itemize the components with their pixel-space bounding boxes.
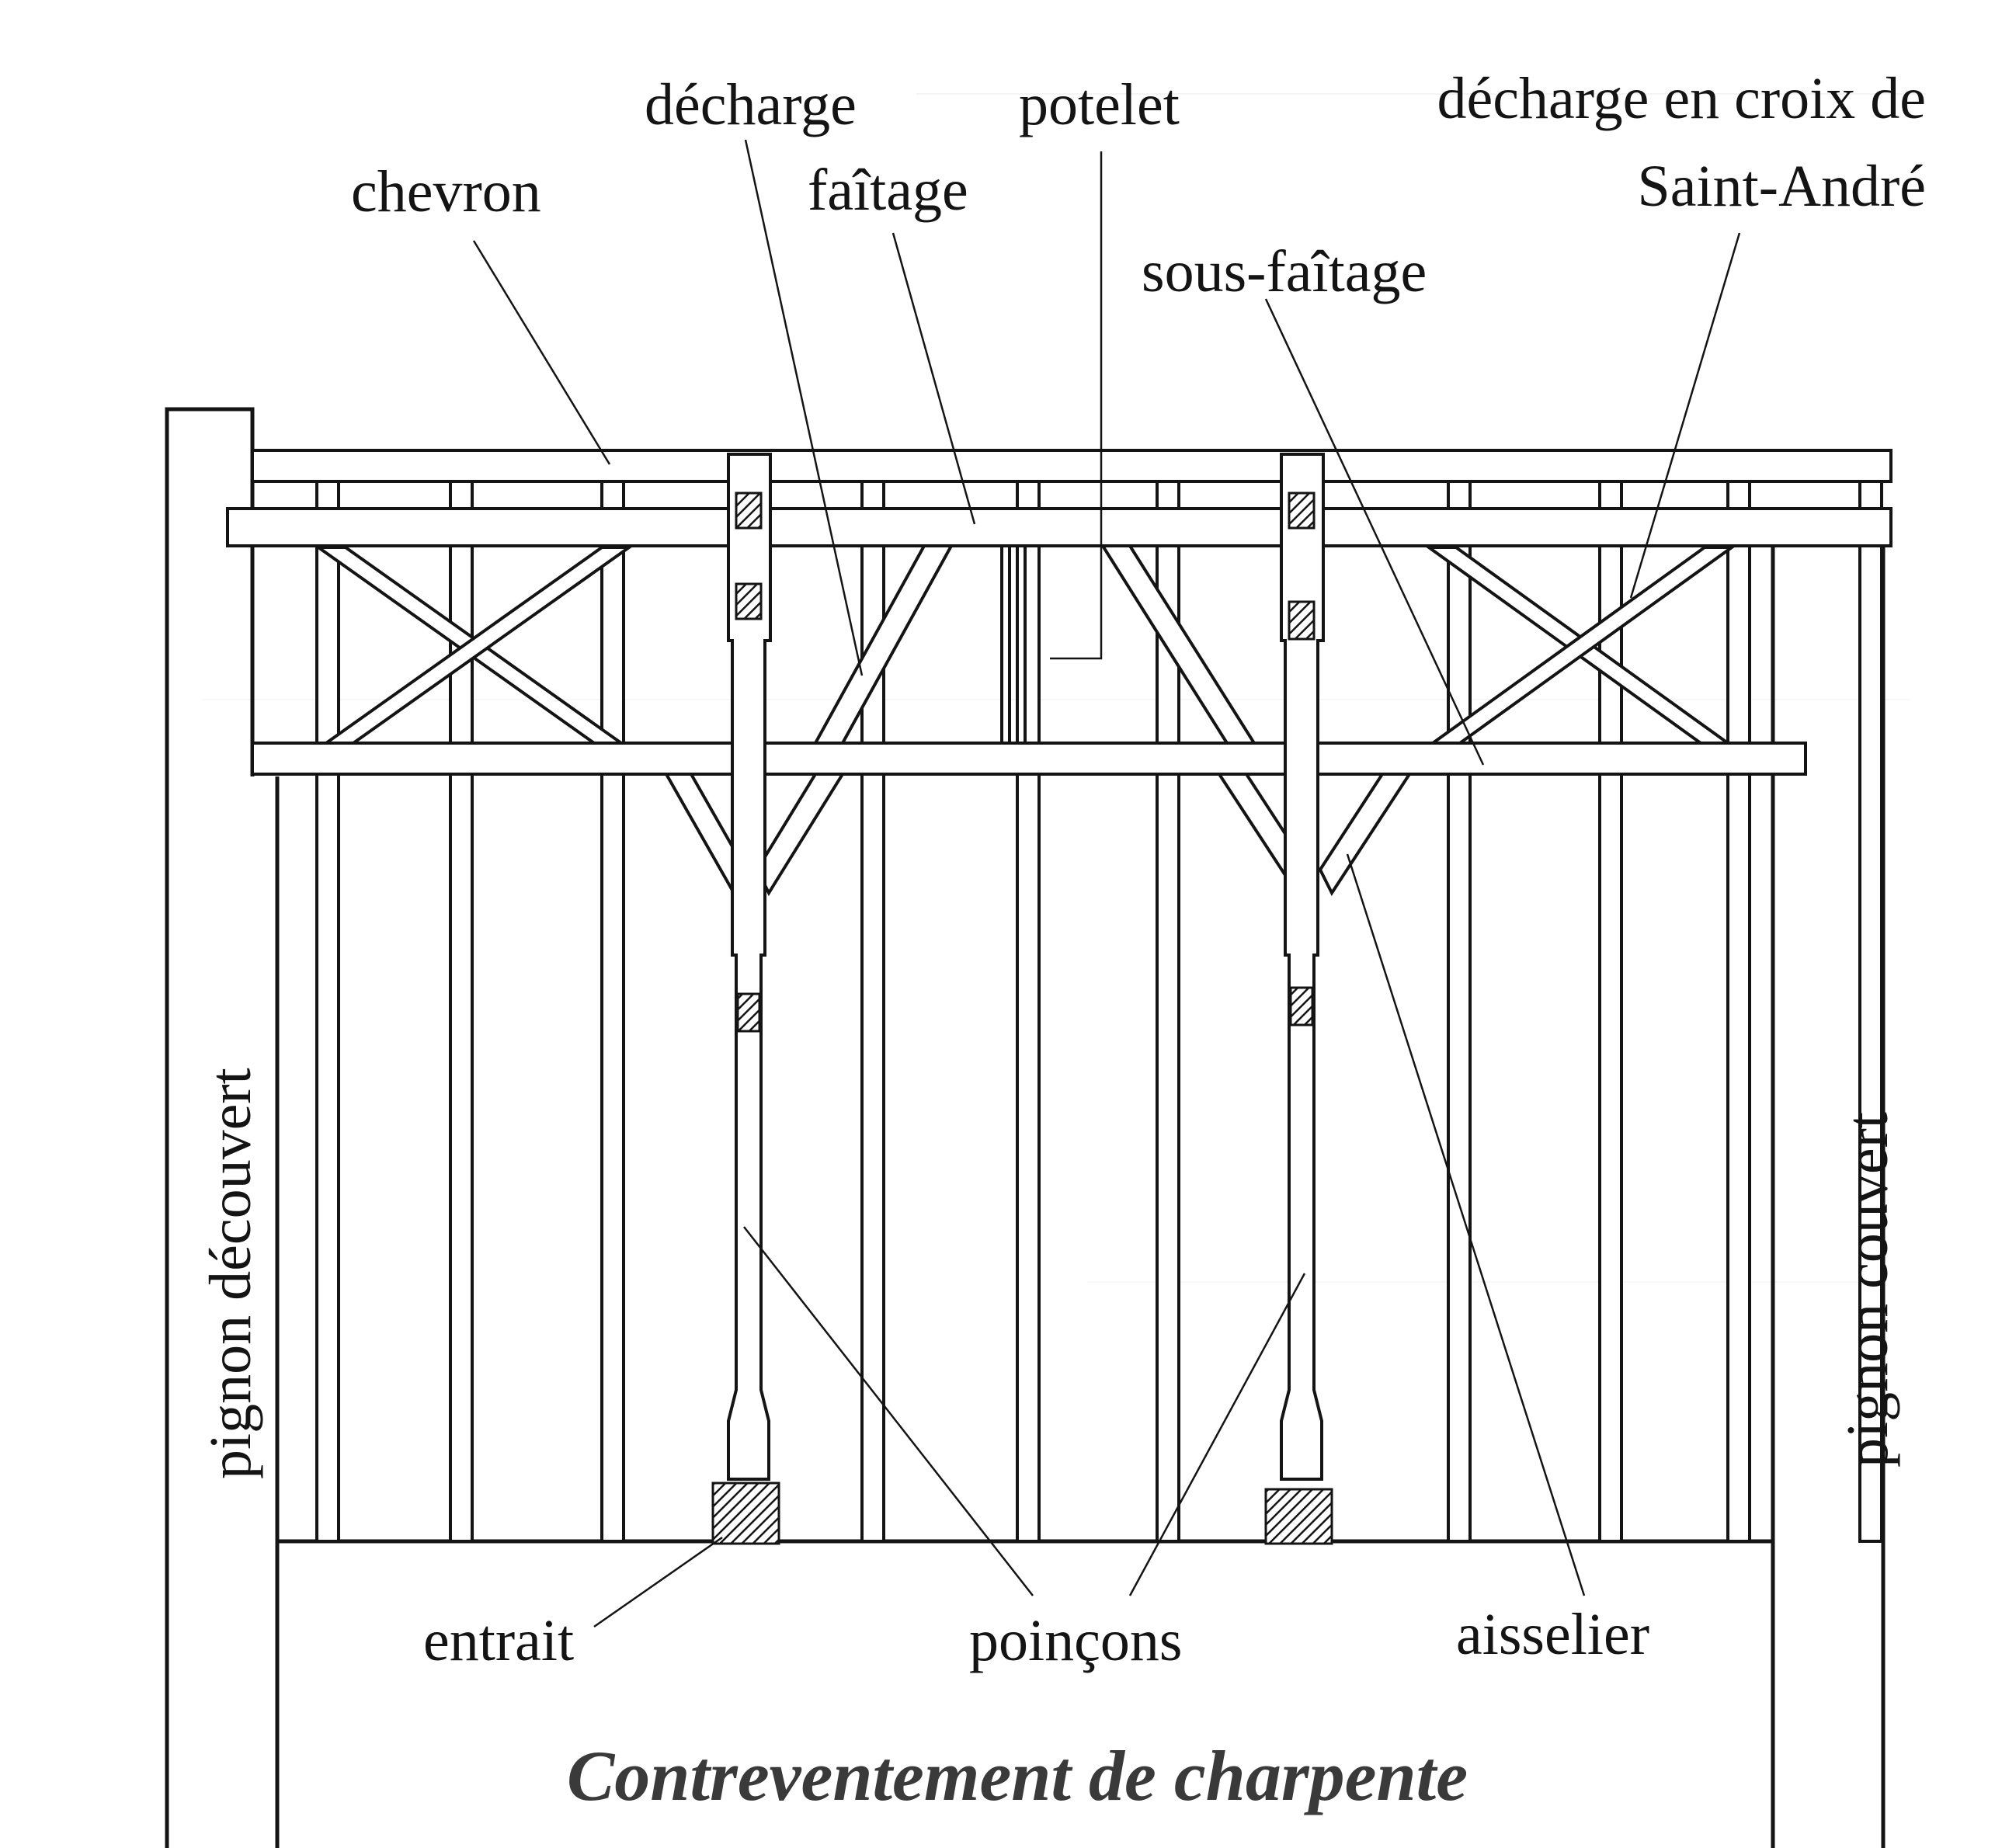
leader-faitage — [891, 232, 976, 525]
figure-caption: Contreventement de charpente — [567, 1736, 1468, 1815]
sous-faitage-beam — [251, 742, 1807, 776]
left-poincon-mortise-2 — [735, 582, 763, 620]
left-entrait-section — [711, 1482, 780, 1545]
leader-sous-faitage — [1264, 298, 1485, 766]
label-decharge-croix-line1: décharge en croix de — [1437, 66, 1927, 131]
right-poincon-mortise-1 — [1288, 492, 1316, 530]
rafter-4 — [860, 453, 885, 1543]
label-sous-faitage: sous-faîtage — [1142, 239, 1427, 304]
faitage-beam — [226, 507, 1892, 547]
decharges — [812, 544, 1257, 745]
rafters — [315, 453, 1883, 1543]
left-gable-wall — [165, 407, 280, 1848]
left-poincon — [727, 453, 772, 1481]
leader-poincons-right — [1128, 1273, 1306, 1596]
label-entrait: entrait — [423, 1608, 574, 1673]
leader-decharge — [744, 139, 864, 676]
leader-lines — [472, 139, 1741, 1628]
leader-entrait — [593, 1536, 723, 1628]
labels: chevron décharge faîtage potelet sous-fa… — [198, 66, 1926, 1815]
left-poincon-mortise-3 — [736, 992, 761, 1033]
right-poincon-mortise-2 — [1288, 600, 1316, 641]
label-faitage: faîtage — [808, 158, 968, 223]
roof-timbers — [226, 449, 1892, 776]
saint-andre-cross-left — [313, 546, 634, 745]
label-aisselier: aisselier — [1456, 1602, 1649, 1667]
label-potelet: potelet — [1019, 72, 1180, 137]
aisseliers — [663, 773, 1413, 897]
saint-andre-cross-right — [1423, 546, 1737, 745]
right-poincon — [1280, 453, 1325, 1481]
leader-poincons-left — [743, 1226, 1034, 1596]
label-chevron: chevron — [351, 159, 541, 224]
label-decharge-croix-line2: Saint-André — [1638, 154, 1926, 219]
label-decharge: décharge — [645, 72, 857, 137]
rafter-9 — [1726, 453, 1751, 1543]
right-poincon-mortise-3 — [1289, 986, 1314, 1026]
label-pignon-couvert: pignon couvert — [1835, 1112, 1900, 1468]
label-pignon-decouvert: pignon découvert — [198, 1068, 263, 1479]
rafter-2 — [449, 453, 474, 1543]
right-entrait-section — [1264, 1488, 1333, 1545]
top-rafter-plate — [251, 449, 1892, 483]
rafter-3 — [600, 453, 625, 1543]
leader-aisselier — [1346, 853, 1586, 1596]
label-poincons: poinçons — [969, 1608, 1182, 1673]
leader-chevron — [472, 240, 611, 465]
rafter-1 — [315, 453, 340, 1543]
rafter-7 — [1447, 453, 1472, 1543]
leader-potelet — [1050, 151, 1103, 660]
bleed-through-texture — [202, 93, 1926, 1283]
leader-decharge-croix — [1629, 232, 1741, 599]
poincons — [711, 453, 1333, 1545]
left-poincon-mortise-1 — [735, 492, 763, 530]
